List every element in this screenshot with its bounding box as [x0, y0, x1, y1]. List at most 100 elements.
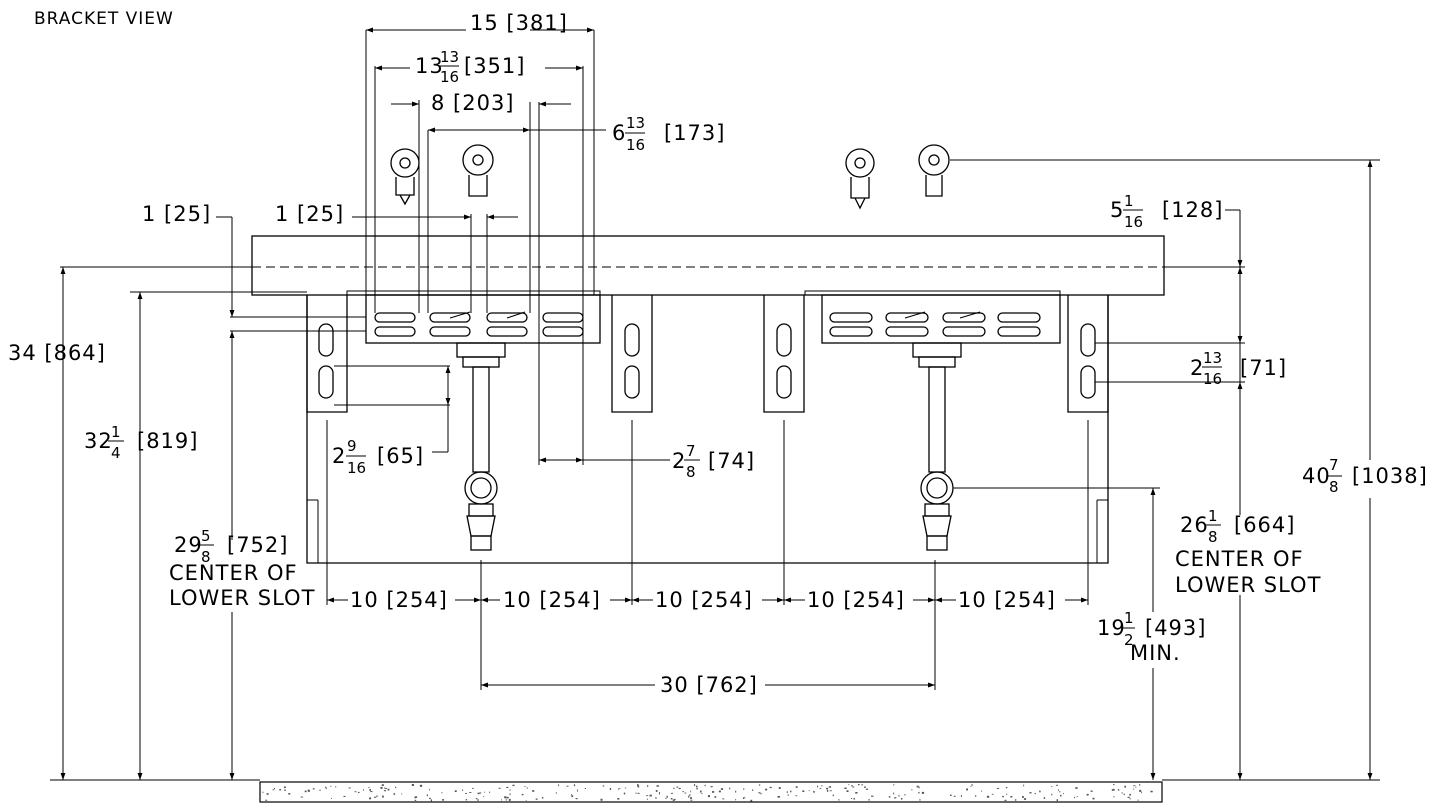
svg-text:13: 13: [1203, 349, 1222, 367]
svg-text:2: 2: [1124, 631, 1134, 649]
floor-speck: [813, 790, 815, 793]
floor-speck: [649, 794, 652, 797]
floor-speck: [1086, 793, 1089, 796]
svg-text:8: 8: [201, 548, 211, 566]
floor-speck: [729, 787, 731, 790]
floor-speck: [387, 788, 390, 791]
floor-speck: [623, 792, 626, 795]
floor-speck: [1024, 798, 1027, 800]
floor-speck: [498, 787, 501, 789]
floor-speck: [376, 795, 379, 797]
floor-speck: [760, 793, 762, 795]
svg-text:1: 1: [1124, 192, 1134, 210]
floor-speck: [743, 788, 745, 790]
floor-speck: [718, 790, 721, 793]
floor-speck: [330, 785, 332, 787]
floor-speck: [646, 795, 649, 797]
floor-speck: [1121, 792, 1123, 794]
svg-text:13: 13: [440, 48, 459, 66]
sink-rim: [251, 235, 1165, 296]
floor-speck: [676, 786, 679, 788]
floor-speck: [656, 785, 659, 787]
floor-speck: [383, 787, 386, 789]
floor-speck: [374, 796, 377, 798]
floor-speck: [1139, 784, 1141, 786]
svg-text:[128]: [128]: [1162, 198, 1223, 222]
dim-bracket-pitch-1: 10 [254]: [350, 588, 448, 612]
floor-speck: [918, 786, 920, 789]
view-title: BRACKET VIEW: [34, 9, 174, 29]
floor-speck: [504, 796, 507, 799]
floor-speck: [272, 789, 275, 791]
floor-speck: [288, 793, 291, 795]
floor-speck: [577, 789, 578, 792]
floor-speck: [696, 785, 698, 788]
floor-speck: [735, 799, 737, 801]
svg-text:26: 26: [1180, 513, 1209, 537]
floor-speck: [817, 786, 818, 788]
floor-speck: [584, 788, 586, 789]
floor-speck: [521, 793, 524, 796]
floor-speck: [395, 786, 397, 789]
floor-speck: [786, 791, 788, 794]
floor-speck: [647, 785, 649, 787]
svg-text:[351]: [351]: [464, 54, 525, 78]
floor-speck: [696, 788, 698, 790]
dim-slot-offset: 6 13 16 [173]: [612, 114, 724, 154]
floor-speck: [1123, 793, 1125, 795]
floor-speck: [901, 798, 903, 800]
dim-bracket-pitch-3: 10 [254]: [655, 588, 753, 612]
drain-right: [912, 342, 962, 551]
floor-speck: [1137, 799, 1139, 801]
floor-speck: [838, 799, 840, 801]
floor-speck: [262, 791, 264, 793]
floor-speck: [714, 796, 717, 798]
floor-speck: [618, 788, 619, 790]
floor-speck: [1141, 791, 1142, 794]
floor-speck: [1039, 790, 1041, 793]
floor-speck: [1129, 798, 1131, 800]
dimension-lines: [60, 27, 1373, 780]
floor-speck: [743, 797, 746, 799]
floor-speck: [918, 791, 920, 794]
dim-slot-gap: 2 9 16 [65]: [332, 437, 423, 477]
floor-speck: [1005, 786, 1008, 789]
floor-speck: [673, 787, 675, 789]
floor-speck: [953, 795, 956, 797]
svg-text:[74]: [74]: [708, 449, 755, 473]
floor-speck: [465, 799, 468, 801]
floor-speck: [787, 794, 789, 796]
floor-speck: [919, 798, 921, 801]
floor-speck: [853, 797, 855, 800]
floor-speck: [670, 792, 673, 794]
floor-speck: [1057, 789, 1060, 791]
floor-speck: [758, 784, 761, 786]
floor-speck: [304, 790, 307, 793]
dim-slot-width: 1 [25]: [275, 202, 344, 226]
floor-speck: [380, 786, 383, 789]
floor-speck: [844, 787, 847, 789]
svg-text:16: 16: [1124, 213, 1143, 231]
svg-text:[1038]: [1038]: [1352, 464, 1428, 488]
floor-speck: [358, 791, 360, 793]
svg-text:16: 16: [347, 459, 366, 477]
floor-speck: [479, 792, 482, 794]
floor-speck: [512, 784, 515, 787]
floor-speck: [1113, 784, 1115, 786]
floor-speck: [369, 789, 371, 791]
floor-speck: [509, 793, 511, 796]
svg-text:[819]: [819]: [137, 429, 198, 453]
svg-text:32: 32: [84, 429, 113, 453]
floor-speck: [465, 793, 467, 794]
dim-drain-spacing: 30 [762]: [660, 673, 758, 697]
svg-text:CENTER OF: CENTER OF: [169, 561, 298, 585]
floor-speck: [701, 793, 703, 795]
floor-speck: [1075, 787, 1078, 789]
floor-speck: [1034, 793, 1036, 795]
svg-text:6: 6: [612, 121, 626, 145]
floor-speck: [700, 790, 702, 793]
floor-speck: [1092, 797, 1095, 800]
floor-speck: [363, 789, 364, 791]
floor-speck: [678, 788, 681, 790]
svg-text:1: 1: [1124, 609, 1134, 627]
